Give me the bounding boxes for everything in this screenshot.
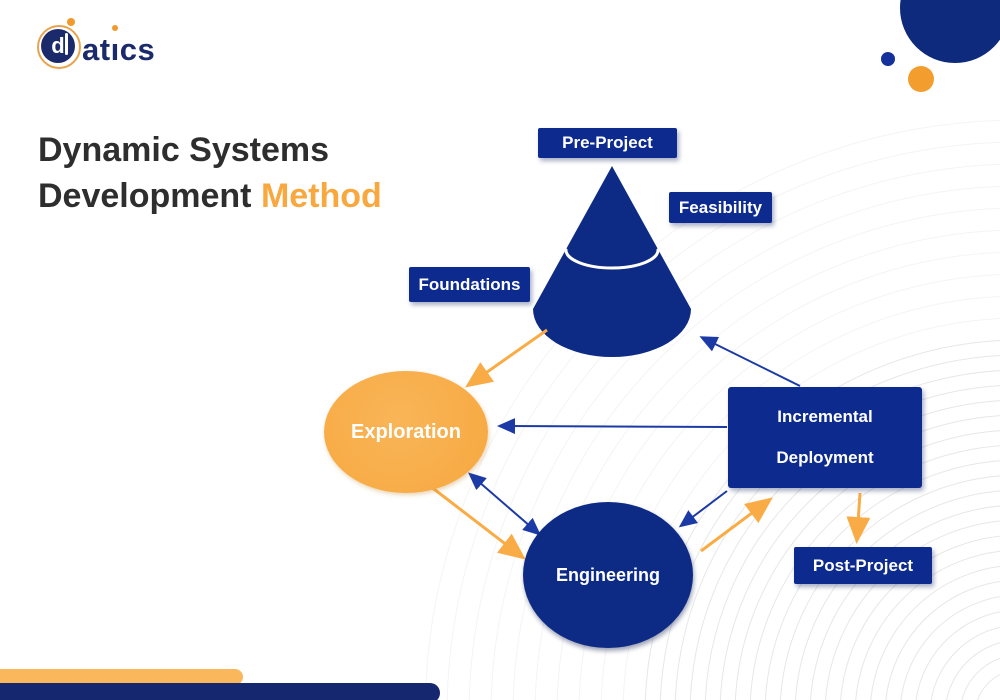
title-line2: Development Method — [38, 174, 382, 220]
logo-i-dot-icon — [67, 18, 75, 26]
title-accent: Method — [260, 176, 382, 215]
node-post-project: Post-Project — [794, 547, 932, 584]
logo-d-icon: d — [41, 29, 75, 63]
logo-word-i-dot-icon — [112, 25, 119, 31]
node-foundations-label: Foundations — [418, 274, 521, 294]
arrow-exploration-to-engineering — [429, 484, 526, 560]
bottom-bar-navy — [0, 683, 440, 700]
arrow-cone-to-exploration — [465, 328, 548, 388]
node-post-project-label: Post-Project — [812, 555, 914, 575]
decor-circle-large — [900, 0, 1000, 63]
cone-shape — [533, 166, 691, 357]
logo-i-stem-icon — [65, 33, 68, 55]
arrow-engineering-to-incremental — [700, 497, 773, 553]
title-line1: Dynamic Systems — [38, 131, 330, 169]
logo-emblem-letter: d — [51, 33, 65, 58]
arrow-incremental-to-post-project — [846, 492, 871, 544]
arrow-incremental-to-exploration — [497, 418, 728, 435]
arrow-incremental-to-engineering — [678, 490, 728, 528]
decor-circle-small-navy — [881, 52, 895, 66]
logo-ring-icon — [37, 25, 81, 69]
decor-circle-orange — [908, 66, 934, 92]
node-foundations: Foundations — [409, 267, 530, 302]
bottom-bar-orange — [0, 669, 243, 685]
node-engineering-label: Engineering — [555, 564, 660, 585]
node-incremental-line2: Deployment — [776, 447, 874, 467]
node-incremental-line1: Incremental — [777, 407, 873, 427]
node-exploration-label: Exploration — [350, 420, 461, 443]
cone-band-icon — [564, 248, 660, 270]
arrow-incremental-to-cone — [699, 336, 801, 387]
logo-word-i-stem: ı — [110, 32, 120, 67]
logo-word-pre: at — [82, 32, 111, 67]
logo-emblem: d — [36, 18, 81, 69]
node-incremental-deployment: Incremental Deployment — [728, 387, 922, 488]
node-pre-project-label: Pre-Project — [562, 133, 653, 152]
node-pre-project: Pre-Project — [538, 128, 677, 158]
page-title: Dynamic Systems Development Method — [38, 128, 382, 219]
node-engineering: Engineering — [523, 502, 693, 648]
title-line2-dark: Development — [38, 176, 252, 215]
logo-word-i: ı — [110, 25, 120, 67]
node-exploration: Exploration — [324, 371, 488, 493]
node-feasibility-label: Feasibility — [678, 197, 763, 217]
node-feasibility: Feasibility — [669, 192, 772, 223]
logo-word-post: cs — [119, 32, 156, 67]
arrow-engineering-exploration-double — [467, 472, 542, 536]
